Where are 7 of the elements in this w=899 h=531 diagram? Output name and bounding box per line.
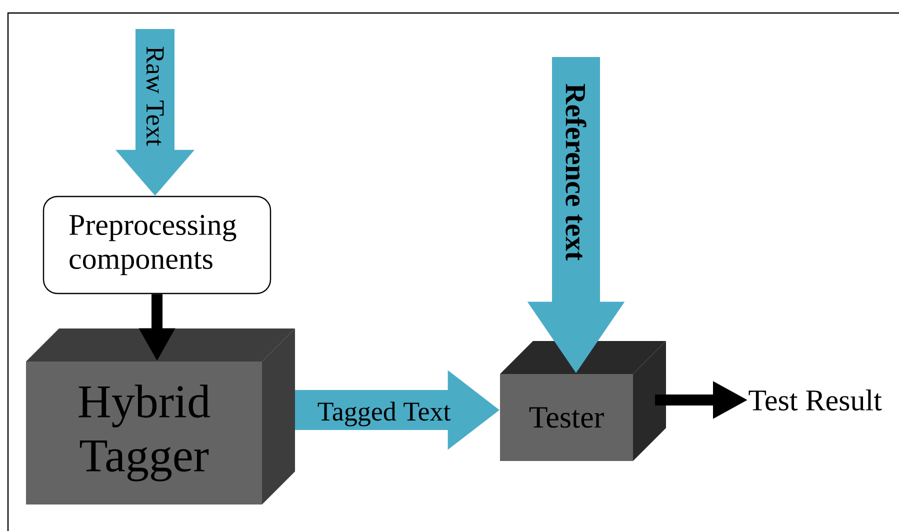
result-text: Test Result [748,389,882,411]
cube-box: Tester [500,341,666,461]
process-box: Preprocessing components [42,196,272,294]
edge-label: Tagged Text [316,400,452,428]
edge-label: Raw Text [145,45,165,147]
cube-box: Hybrid Tagger [26,328,295,504]
edge-label: Reference text [564,82,588,262]
